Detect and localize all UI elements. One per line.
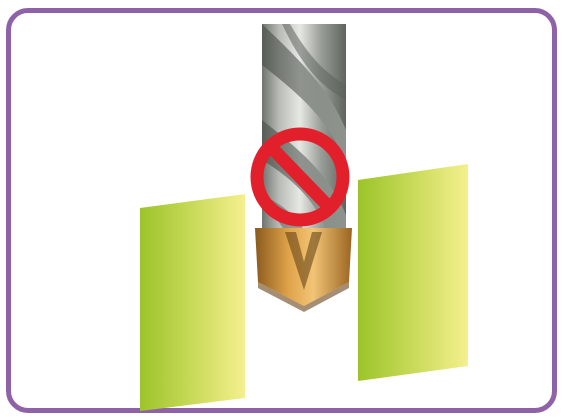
left-panel [140,194,245,411]
right-panel [358,164,468,381]
